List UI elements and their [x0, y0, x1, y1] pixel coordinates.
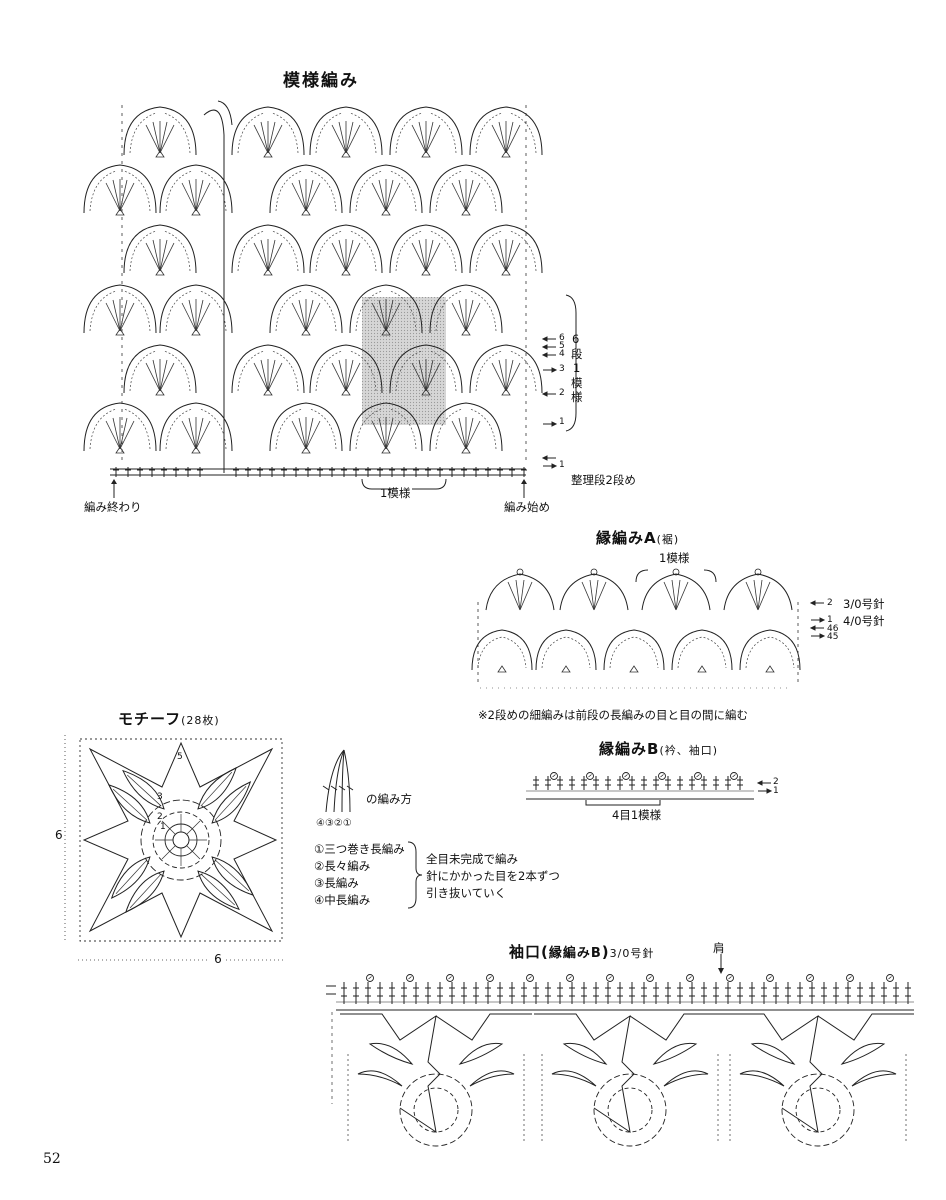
legend-note-2: 針にかかった目を2本ずつ	[426, 869, 560, 883]
pattern-end-label: 編み終わり	[84, 500, 142, 514]
motif-title-text: モチーフ	[118, 710, 182, 728]
stitch-symbol-numbers: ④③②①	[316, 818, 352, 829]
cuff-shoulder-arrow	[718, 954, 724, 974]
edge-b-repeat-bracket	[585, 800, 661, 806]
cuff-title-paren-close: )	[601, 943, 610, 961]
legend-item-1: ①三つ巻き長編み	[314, 842, 405, 856]
edge-a-row-45: 45	[827, 632, 839, 642]
motif-chart	[79, 738, 283, 942]
page-number: 52	[43, 1151, 61, 1167]
edge-a-row-46: 46	[827, 624, 839, 634]
edge-b-row-1: 1	[773, 786, 779, 796]
cuff-title-needle: 3/0号針	[609, 947, 655, 960]
edge-a-title: 縁編みA(裾)	[596, 527, 679, 548]
pattern-row-5: 5	[559, 341, 565, 351]
cuff-shoulder-label: 肩	[713, 941, 725, 955]
cuff-title-text: 袖口	[509, 943, 542, 961]
edge-a-title-sub: (裾)	[656, 533, 680, 546]
pattern-bracket-char-5: 様	[571, 390, 583, 404]
motif-round-2: 2	[157, 812, 163, 822]
legend-brace	[407, 841, 423, 909]
pattern-chart	[83, 100, 543, 490]
motif-round-5: 5	[177, 752, 183, 762]
legend-note-1: 全目未完成で編み	[426, 852, 518, 866]
edge-a-row-1: 1	[827, 615, 833, 625]
motif-width-label: 6	[210, 952, 226, 966]
pattern-row-1: 1	[559, 417, 565, 427]
legend-note-3: 引き抜いていく	[426, 886, 507, 900]
pattern-row-6: 6	[559, 333, 565, 343]
pattern-start-label: 編み始め	[504, 500, 550, 514]
pattern-finishing-rows: 整理段2段め	[571, 473, 636, 487]
stitch-symbol-icon	[322, 749, 354, 813]
motif-height-label: 6	[55, 828, 63, 842]
legend-item-4: ④中長編み	[314, 893, 371, 907]
edge-a-row-2-needle: 3/0号針	[843, 597, 885, 611]
pattern-row-3: 3	[559, 364, 565, 374]
edge-b-chart	[526, 772, 754, 800]
edge-b-row-arrows	[756, 780, 773, 794]
pattern-bracket-char-2: 段	[571, 347, 583, 361]
pattern-bracket-char-4: 模	[571, 376, 583, 390]
edge-a-repeat-label: 1模様	[659, 551, 690, 565]
edge-a-note: ※2段めの細編みは前段の長編みの目と目の間に編む	[478, 708, 748, 722]
edge-b-repeat-label: 4目1模様	[612, 808, 662, 822]
edge-b-row-2: 2	[773, 777, 779, 787]
cuff-title: 袖口(縁編みB)3/0号針	[509, 941, 654, 962]
legend-item-3: ③長編み	[314, 876, 359, 890]
motif-title: モチーフ(28枚)	[118, 708, 220, 729]
pattern-row-2: 2	[559, 388, 565, 398]
edge-a-row-2: 2	[827, 598, 833, 608]
pattern-finish-row-1: 1	[559, 460, 565, 470]
pattern-end-arrow	[111, 479, 117, 498]
pattern-repeat-label: 1模様	[380, 486, 411, 500]
motif-round-3: 3	[157, 792, 163, 802]
edge-a-chart	[471, 568, 801, 689]
edge-a-row-1-needle: 4/0号針	[843, 614, 885, 628]
cuff-chart	[326, 974, 915, 1147]
pattern-bracket-char-1: 6	[572, 332, 580, 346]
stitch-legend-list: ①三つ巻き長編み ②長々編み ③長編み ④中長編み	[314, 841, 405, 909]
pattern-row-4: 4	[559, 349, 565, 359]
pattern-bracket	[565, 294, 577, 432]
pattern-row-arrows	[541, 336, 558, 469]
legend-item-2: ②長々編み	[314, 859, 371, 873]
motif-round-1: 1	[160, 822, 166, 832]
pattern-start-arrow	[521, 479, 527, 498]
edge-a-title-text: 縁編みA	[596, 529, 657, 547]
cuff-title-paren-open: (	[541, 943, 549, 961]
stitch-legend-notes: 全目未完成で編み 針にかかった目を2本ずつ 引き抜いていく	[426, 851, 560, 902]
edge-b-title: 縁編みB(衿、袖口)	[599, 738, 718, 759]
stitch-symbol-caption: の編み方	[366, 792, 412, 806]
pattern-bracket-char-3: 1	[573, 361, 581, 375]
edge-b-title-sub: (衿、袖口)	[659, 744, 719, 757]
edge-a-row-arrows	[809, 600, 826, 639]
motif-title-sub: (28枚)	[181, 714, 220, 727]
edge-b-title-text: 縁編みB	[599, 740, 660, 758]
motif-dim-horizontal	[78, 959, 284, 961]
cuff-title-inner: 縁編みB	[548, 946, 602, 961]
pattern-title: 模様編み	[283, 71, 359, 91]
